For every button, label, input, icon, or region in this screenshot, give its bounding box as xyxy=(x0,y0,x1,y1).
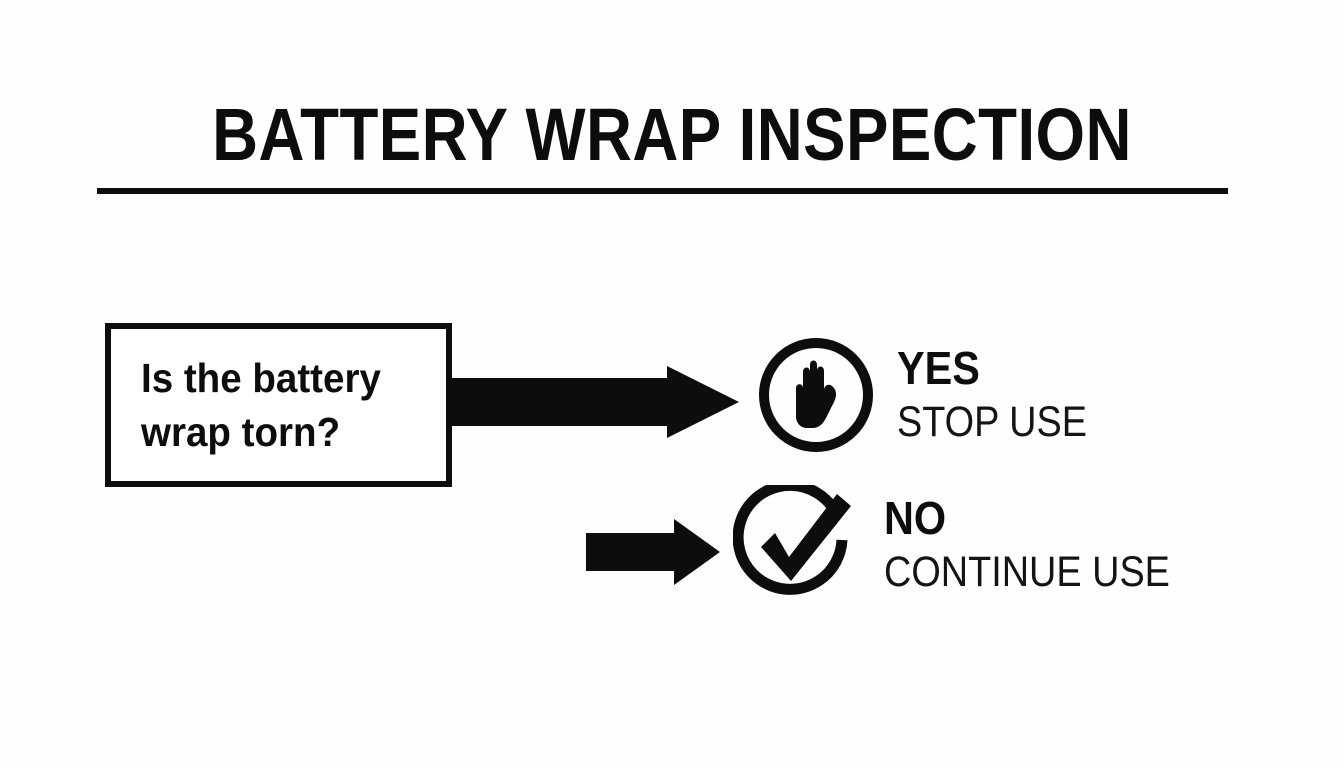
outcome-no: NO CONTINUE USE xyxy=(884,494,1209,595)
outcome-yes-answer: YES xyxy=(897,342,980,394)
right-arrow-long-icon xyxy=(449,366,739,443)
stop-hand-icon xyxy=(755,334,877,461)
decision-question-box: Is the battery wrap torn? xyxy=(105,323,452,487)
decision-question-text: Is the battery wrap torn? xyxy=(141,351,381,459)
check-circle-icon xyxy=(732,479,857,610)
question-line-1: Is the battery xyxy=(141,355,381,401)
question-line-2: wrap torn? xyxy=(141,409,341,455)
page-title-text: BATTERY WRAP INSPECTION xyxy=(212,93,1132,176)
outcome-yes: YES STOP USE xyxy=(897,344,1113,445)
page-title: BATTERY WRAP INSPECTION xyxy=(0,96,1344,174)
outcome-no-action: CONTINUE USE xyxy=(884,548,1170,596)
title-divider xyxy=(97,188,1228,194)
right-arrow-short-icon xyxy=(586,519,720,590)
outcome-no-answer: NO xyxy=(884,492,947,544)
outcome-yes-action: STOP USE xyxy=(897,398,1087,446)
